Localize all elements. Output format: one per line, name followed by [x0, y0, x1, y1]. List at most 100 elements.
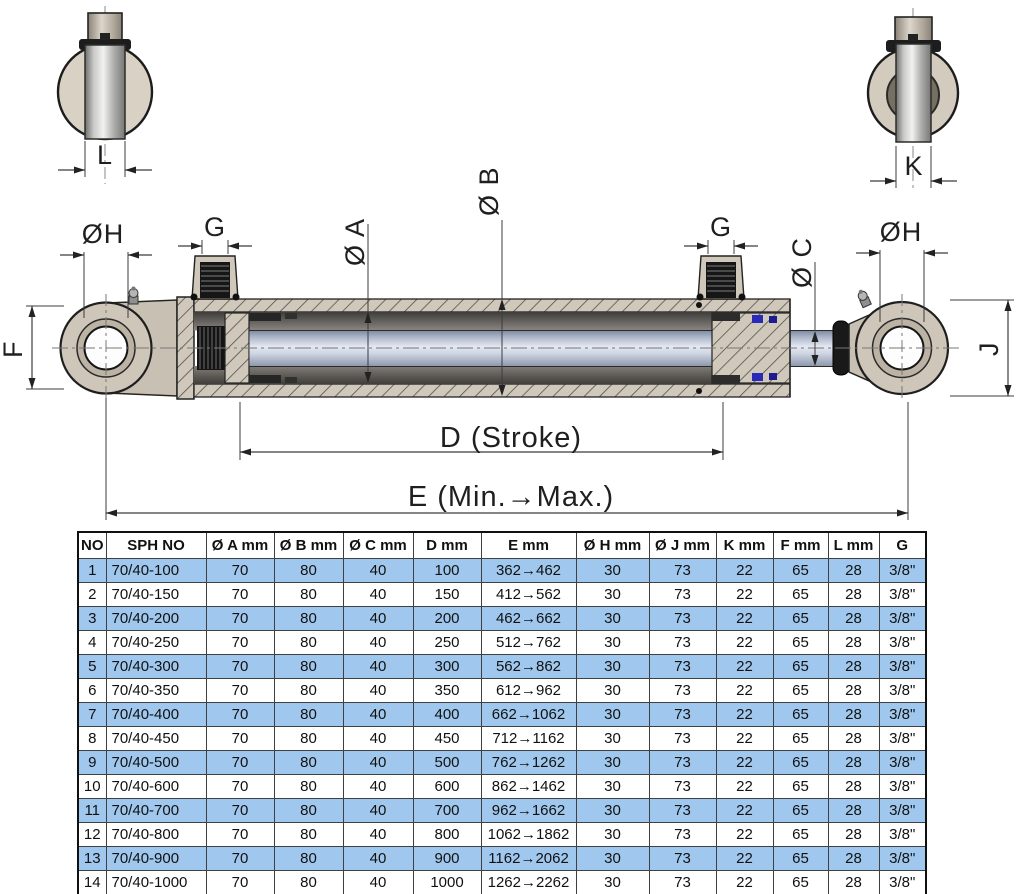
spec-cell: 3 [77, 606, 107, 631]
spec-cell: 28 [827, 774, 880, 799]
eye-end-view-left: L [56, 6, 154, 184]
spec-cell: 40 [342, 726, 414, 751]
dim-label-l: L [97, 140, 113, 170]
sph-no-cell: 70/40-300 [105, 654, 207, 679]
spec-cell: 862→1462 [480, 774, 577, 799]
dim-label-ob: Ø B [474, 166, 504, 216]
spec-cell: 1062→1862 [480, 822, 577, 847]
spec-cell: 70 [205, 870, 275, 894]
spec-cell: 500 [412, 750, 482, 775]
spec-cell: 73 [648, 798, 717, 823]
spec-cell: 28 [827, 798, 880, 823]
spec-cell: 70 [205, 846, 275, 871]
sph-no-cell: 70/40-400 [105, 702, 207, 727]
spec-cell: 65 [772, 558, 829, 583]
spec-cell: 22 [715, 654, 774, 679]
spec-cell: 3/8" [878, 774, 927, 799]
column-header: F mm [772, 531, 829, 559]
arrowhead [811, 355, 819, 366]
spec-cell: 40 [342, 870, 414, 894]
spec-cell: 65 [772, 750, 829, 775]
sph-no-cell: 70/40-500 [105, 750, 207, 775]
grease-nipple-left [128, 286, 139, 305]
arrowhead [106, 509, 117, 517]
column-header: L mm [827, 531, 880, 559]
spec-cell: 65 [772, 798, 829, 823]
spec-cell: 3/8" [878, 750, 927, 775]
spec-cell: 250 [412, 630, 482, 655]
arrowhead [28, 378, 36, 389]
dim-label-oa: Ø A [340, 218, 370, 266]
spec-cell: 80 [273, 870, 344, 894]
spec-cell: 40 [342, 630, 414, 655]
wear-ring-top [285, 313, 297, 319]
sph-no-cell: 70/40-600 [105, 774, 207, 799]
spec-cell: 22 [715, 582, 774, 607]
column-header: SPH NO [105, 531, 207, 559]
spec-cell: 22 [715, 678, 774, 703]
spec-cell: 100 [412, 558, 482, 583]
spec-cell: 3/8" [878, 558, 927, 583]
spec-cell: 350 [412, 678, 482, 703]
arrowhead [897, 509, 908, 517]
arrowhead [240, 448, 251, 456]
spec-cell: 65 [772, 678, 829, 703]
cylinder-diagram: L K [0, 6, 1014, 520]
bore-shadow-bottom [194, 366, 790, 384]
spec-cell: 900 [412, 846, 482, 871]
dim-label-k: K [904, 151, 923, 181]
dim-label-j: J [974, 342, 1004, 357]
spec-cell: 70 [205, 582, 275, 607]
piston-seal-top [249, 313, 281, 321]
spec-cell: 28 [827, 750, 880, 775]
spec-cell: 30 [575, 750, 650, 775]
spec-cell: 30 [575, 678, 650, 703]
sph-no-cell: 70/40-800 [105, 822, 207, 847]
spec-cell: 73 [648, 582, 717, 607]
spec-cell: 22 [715, 702, 774, 727]
spec-cell: 70 [205, 606, 275, 631]
spec-cell: 28 [827, 870, 880, 894]
spec-cell: 65 [772, 774, 829, 799]
dimensions: ØH G Ø A Ø B G Ø C [0, 166, 1014, 520]
spec-cell: 80 [273, 798, 344, 823]
spec-cell: 65 [772, 654, 829, 679]
spec-cell: 612→962 [480, 678, 577, 703]
o-ring-bottom [696, 388, 702, 394]
spec-cell: 40 [342, 654, 414, 679]
collar-nub [100, 33, 110, 40]
spec-cell: 22 [715, 750, 774, 775]
spec-cell: 600 [412, 774, 482, 799]
spec-cell: 65 [772, 606, 829, 631]
bore-shadow-top [194, 312, 790, 331]
spec-cell: 80 [273, 606, 344, 631]
spec-cell: 3/8" [878, 822, 927, 847]
arrowhead [885, 177, 896, 185]
wear-ring-bottom [285, 377, 297, 383]
spec-cell: 450 [412, 726, 482, 751]
spec-cell: 3/8" [878, 702, 927, 727]
collar-nub [908, 34, 918, 41]
spec-cell: 80 [273, 846, 344, 871]
spec-cell: 65 [772, 870, 829, 894]
spec-cell: 65 [772, 726, 829, 751]
column-header: G [878, 531, 927, 559]
spec-cell: 30 [575, 558, 650, 583]
spec-cell: 28 [827, 726, 880, 751]
spec-cell: 40 [342, 558, 414, 583]
spec-cell: 80 [273, 678, 344, 703]
dim-label-e-range: E (Min.→Max.) [408, 481, 614, 513]
spec-cell: 80 [273, 582, 344, 607]
spec-cell: 762→1262 [480, 750, 577, 775]
spec-cell: 70 [205, 798, 275, 823]
spec-cell: 3/8" [878, 726, 927, 751]
spec-cell: 65 [772, 822, 829, 847]
arrowhead [74, 166, 85, 174]
